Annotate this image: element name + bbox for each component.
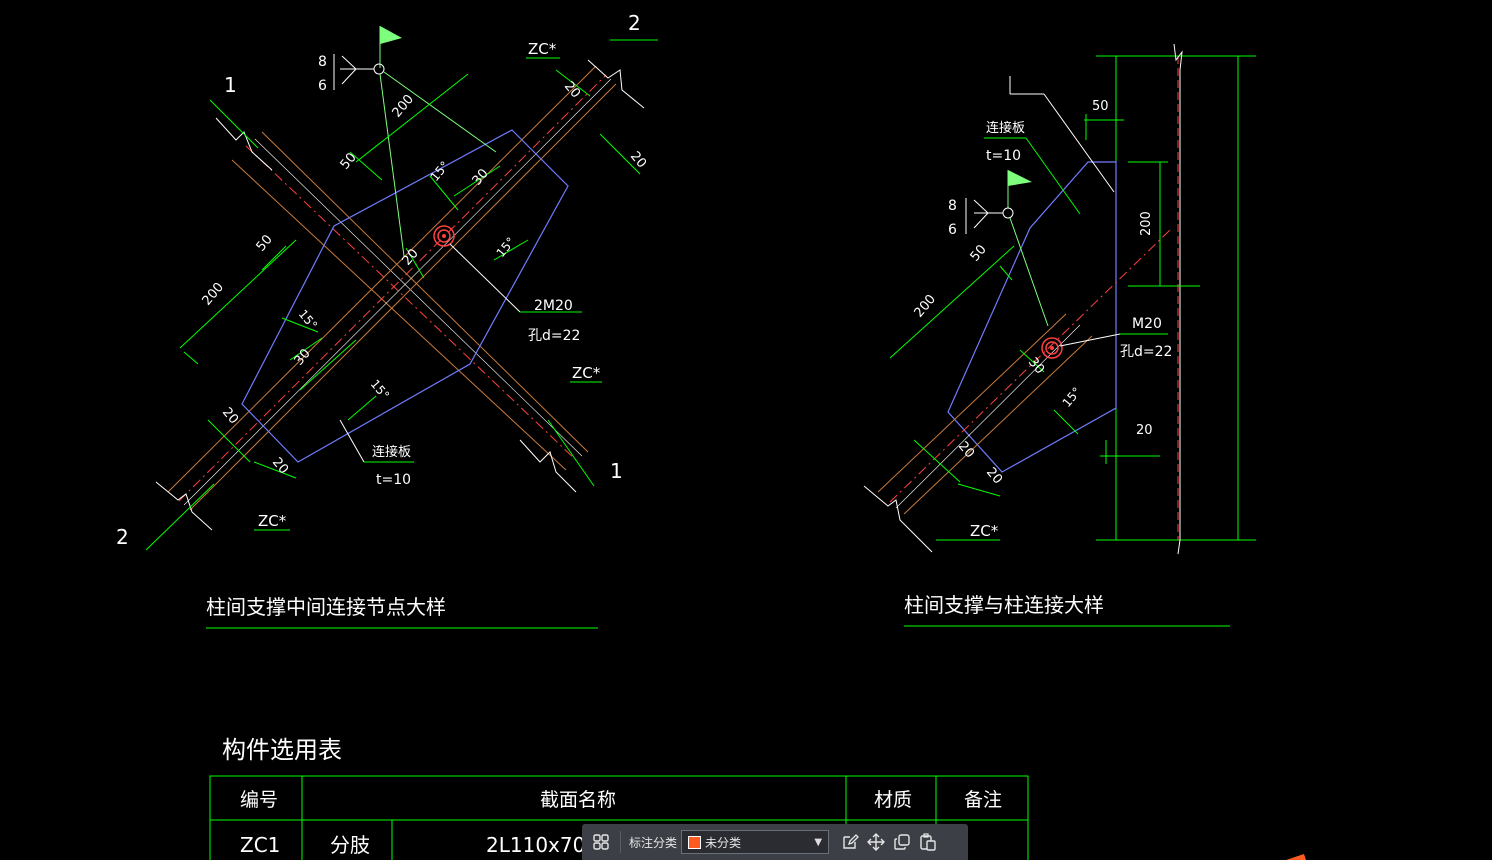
right-column-break: [1173, 43, 1183, 555]
left-section-1-top: 1: [224, 73, 237, 97]
left-weld-symbol: [333, 26, 497, 257]
right-weld-bottom: 6: [948, 222, 957, 238]
left-dim-200-left: 200: [200, 280, 227, 309]
right-dim-20-lower-a: 20: [955, 439, 977, 461]
annotation-category-value: 未分类: [705, 835, 742, 850]
left-dim-50-left: 50: [254, 232, 276, 254]
left-angle-15-a: 15°: [428, 159, 452, 184]
right-connection-plate: [947, 161, 1117, 473]
left-dim-30-top: 30: [470, 166, 492, 188]
edit-icon[interactable]: [837, 829, 863, 855]
left-member-down-right: [231, 131, 589, 471]
right-weld-symbol: [965, 170, 1049, 327]
right-bolt-icon: [1041, 337, 1063, 359]
table-header-section: 截面名称: [540, 789, 616, 811]
left-detail-title: 柱间支撑中间连接节点大样: [206, 595, 446, 619]
right-dim-200-column: 200: [1139, 211, 1154, 236]
left-angle-15-b: 15°: [494, 235, 518, 260]
left-section-lines: [145, 39, 658, 551]
table-title: 构件选用表: [222, 736, 342, 764]
annotation-category-label: 标注分类: [629, 835, 678, 850]
left-dim-200-top: 200: [390, 92, 417, 121]
left-connection-plate: [241, 129, 569, 463]
right-member-break: [863, 485, 933, 553]
right-dim-200-diag: 200: [912, 292, 939, 321]
category-color-swatch: [688, 835, 702, 849]
right-member-label: ZC*: [970, 522, 999, 540]
table-cell-category: 分肢: [330, 833, 370, 857]
left-break-marks: [155, 59, 645, 531]
left-section-2-bottom: 2: [116, 525, 129, 549]
move-icon[interactable]: [863, 829, 889, 855]
left-dim-50-top: 50: [338, 150, 360, 172]
paste-icon[interactable]: [915, 829, 941, 855]
right-weld-top: 8: [948, 198, 957, 214]
left-flag-icon: [380, 26, 402, 44]
grid-icon[interactable]: [588, 829, 614, 855]
annotation-toolbar: 标注分类 未分类 ▼: [582, 824, 968, 860]
left-dimension-lines: [179, 69, 641, 479]
annotation-category-select[interactable]: 未分类 ▼: [681, 830, 830, 854]
left-bolt-label: 2M20: [534, 298, 573, 314]
table-header-material: 材质: [874, 789, 912, 811]
right-column: [1096, 55, 1256, 541]
left-member-up-right: [167, 65, 617, 511]
left-angle-15-d: 15°: [368, 377, 392, 402]
right-dim-30: 30: [1025, 355, 1047, 377]
copy-icon[interactable]: [889, 829, 915, 855]
orange-corner-mark: [1286, 854, 1306, 860]
chevron-down-icon: ▼: [814, 836, 823, 848]
right-dim-20-column: 20: [1136, 423, 1153, 438]
table-header-remark: 备注: [964, 789, 1002, 811]
left-bolt-icon: [433, 225, 455, 247]
left-section-2-top: 2: [628, 11, 641, 35]
right-flag-icon: [1008, 170, 1032, 186]
left-dim-20-bottom: 20: [269, 455, 291, 477]
left-hole-label: 孔d=22: [528, 328, 580, 344]
table-cell-id: ZC1: [240, 833, 280, 857]
right-dim-50-top: 50: [1092, 99, 1109, 114]
left-detail: 1 1 2 2 ZC* ZC* ZC* 8 6: [116, 11, 658, 629]
right-dimension-lines: [889, 114, 1200, 497]
left-dim-20-lower-left: 20: [219, 405, 241, 427]
right-member: [877, 229, 1171, 515]
right-bolt-label: M20: [1132, 316, 1162, 332]
table-header-id: 编号: [240, 789, 278, 811]
left-dim-20-right: 20: [627, 149, 649, 171]
right-angle-15: 15°: [1060, 385, 1084, 410]
left-plate-thickness: t=10: [376, 472, 411, 488]
left-section-1-bottom: 1: [610, 459, 623, 483]
right-hole-label: 孔d=22: [1120, 344, 1172, 360]
right-plate-label: 连接板: [986, 120, 1025, 136]
left-angle-15-c: 15°: [296, 307, 320, 332]
left-plate-label: 连接板: [372, 444, 411, 460]
right-detail-title: 柱间支撑与柱连接大样: [904, 593, 1104, 617]
right-detail: 8 6 连接板 t=10 50 200 20 200 50: [863, 43, 1256, 627]
left-member-label-top: ZC*: [528, 40, 557, 58]
right-dim-20-lower-b: 20: [983, 465, 1005, 487]
left-weld-top: 8: [318, 54, 327, 70]
toolbar-separator: [620, 831, 621, 853]
left-member-label-right: ZC*: [572, 364, 601, 382]
left-weld-bottom: 6: [318, 78, 327, 94]
right-plate-thickness: t=10: [986, 148, 1021, 164]
left-member-label-bottom: ZC*: [258, 512, 287, 530]
right-dim-50-diag: 50: [968, 242, 990, 264]
